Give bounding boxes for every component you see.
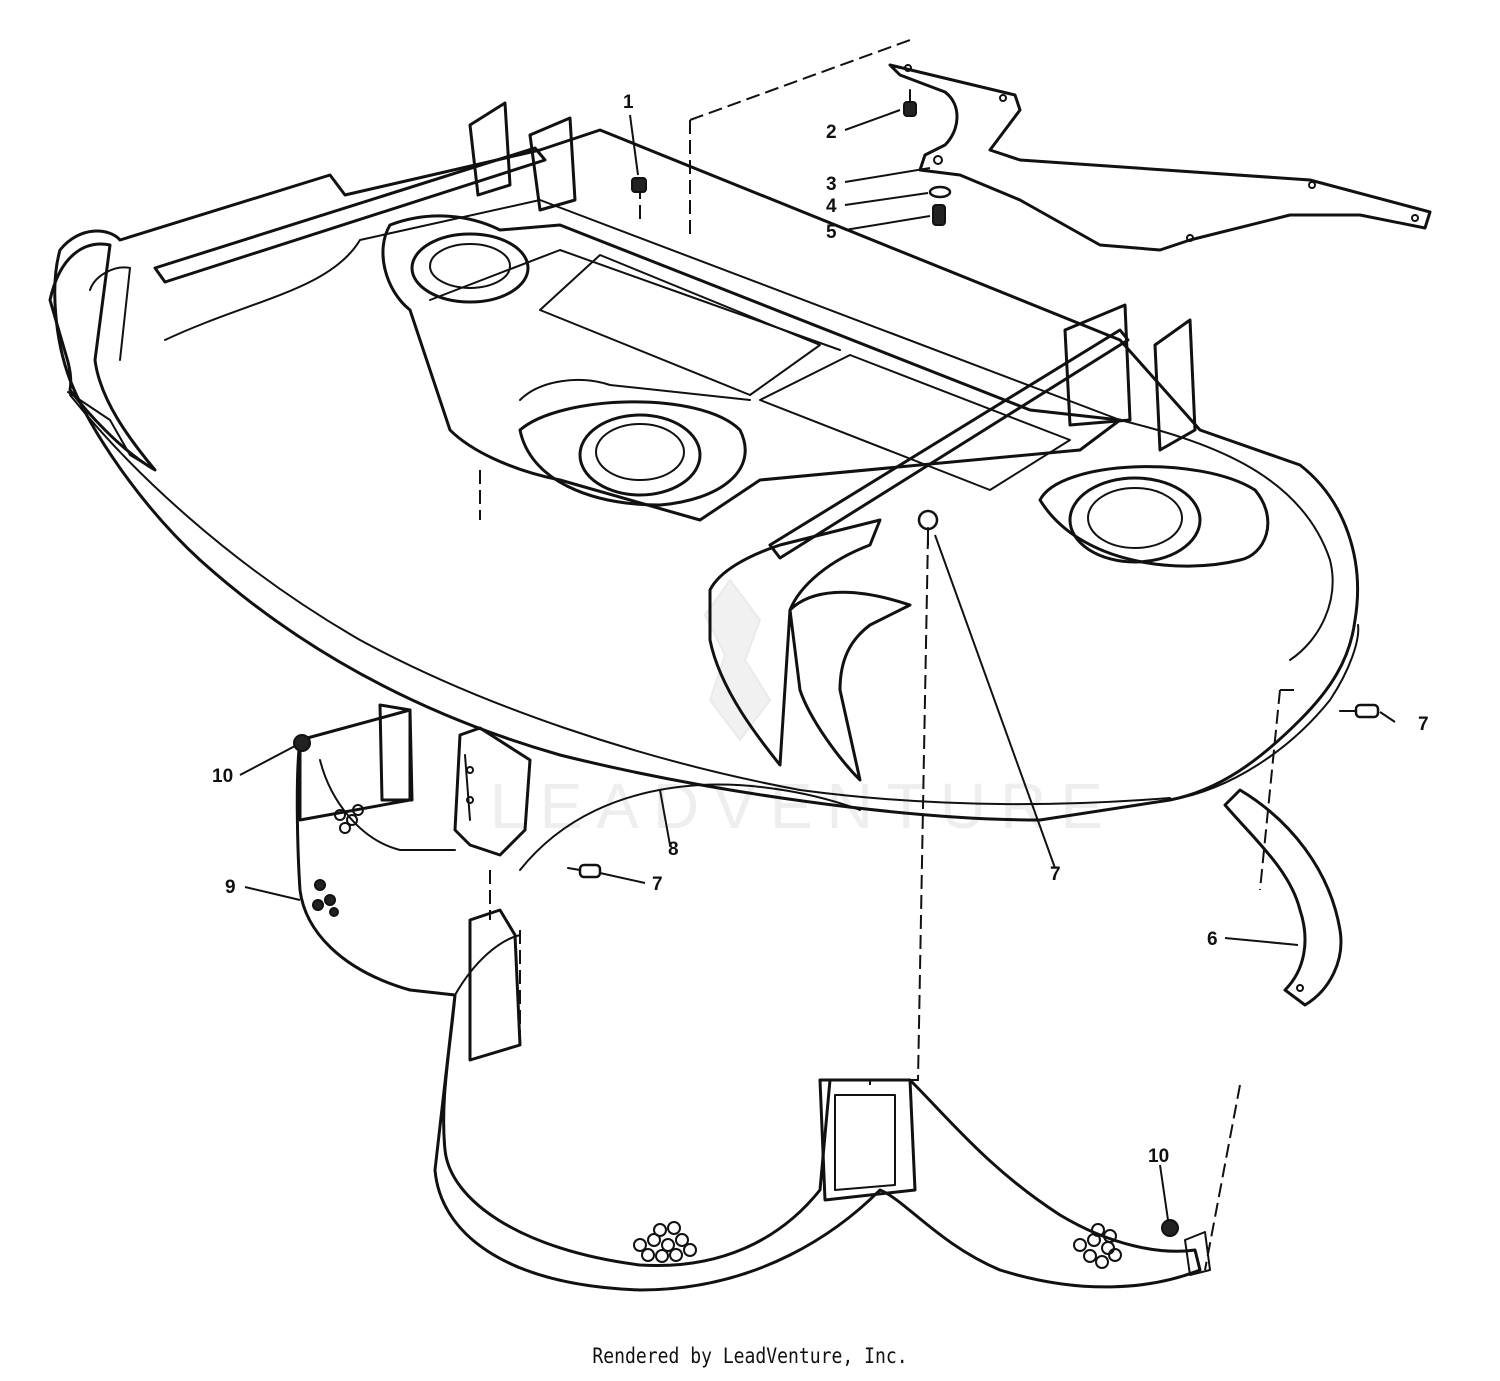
- watermark: LEADVENTURE: [490, 578, 1117, 842]
- bolt-cluster-right: [1073, 1223, 1122, 1269]
- mower-deck-housing: [48, 101, 1360, 822]
- baffle-assembly: [295, 703, 1343, 1292]
- nut-item-10-right: [1161, 1219, 1179, 1237]
- callout-item-10-right: 10: [1148, 1146, 1169, 1167]
- hardware: [293, 89, 1380, 1237]
- nut-item-10-left: [293, 734, 311, 752]
- callout-item-2: 2: [826, 122, 837, 143]
- top-mounting-plate: [689, 39, 1432, 252]
- callout-item-5: 5: [826, 222, 837, 243]
- bolt-item-7-right: [1339, 703, 1380, 719]
- callout-item-3: 3: [826, 174, 837, 195]
- nut-item-1: [631, 177, 647, 193]
- bolt-item-7-left: [567, 863, 602, 879]
- callout-item-7-right: 7: [1418, 714, 1429, 735]
- bolt-cluster-left: [312, 804, 364, 917]
- bolt-cluster-center: [633, 1221, 697, 1263]
- callout-item-1: 1: [623, 92, 634, 113]
- callout-item-4: 4: [826, 196, 837, 217]
- bolt-item-5: [932, 204, 946, 226]
- callouts: 1 2 3 4 5 7 7 10 8 7 9 6 10: [212, 92, 1429, 1167]
- leader-lines: [239, 109, 1396, 1221]
- callout-item-6: 6: [1207, 929, 1218, 950]
- assembly-lines: [479, 185, 1300, 1271]
- callout-item-8: 8: [668, 839, 679, 860]
- callout-item-7-center: 7: [1050, 864, 1061, 885]
- washer-item-4: [928, 185, 952, 199]
- render-credit: Rendered by LeadVenture, Inc.: [592, 1344, 908, 1368]
- callout-item-10-left: 10: [212, 766, 233, 787]
- watermark-text: LEADVENTURE: [490, 770, 1117, 842]
- callout-item-9: 9: [225, 877, 236, 898]
- bolt-item-2: [903, 89, 917, 117]
- callout-item-7-left: 7: [652, 874, 663, 895]
- bolt-item-7-center: [917, 509, 939, 546]
